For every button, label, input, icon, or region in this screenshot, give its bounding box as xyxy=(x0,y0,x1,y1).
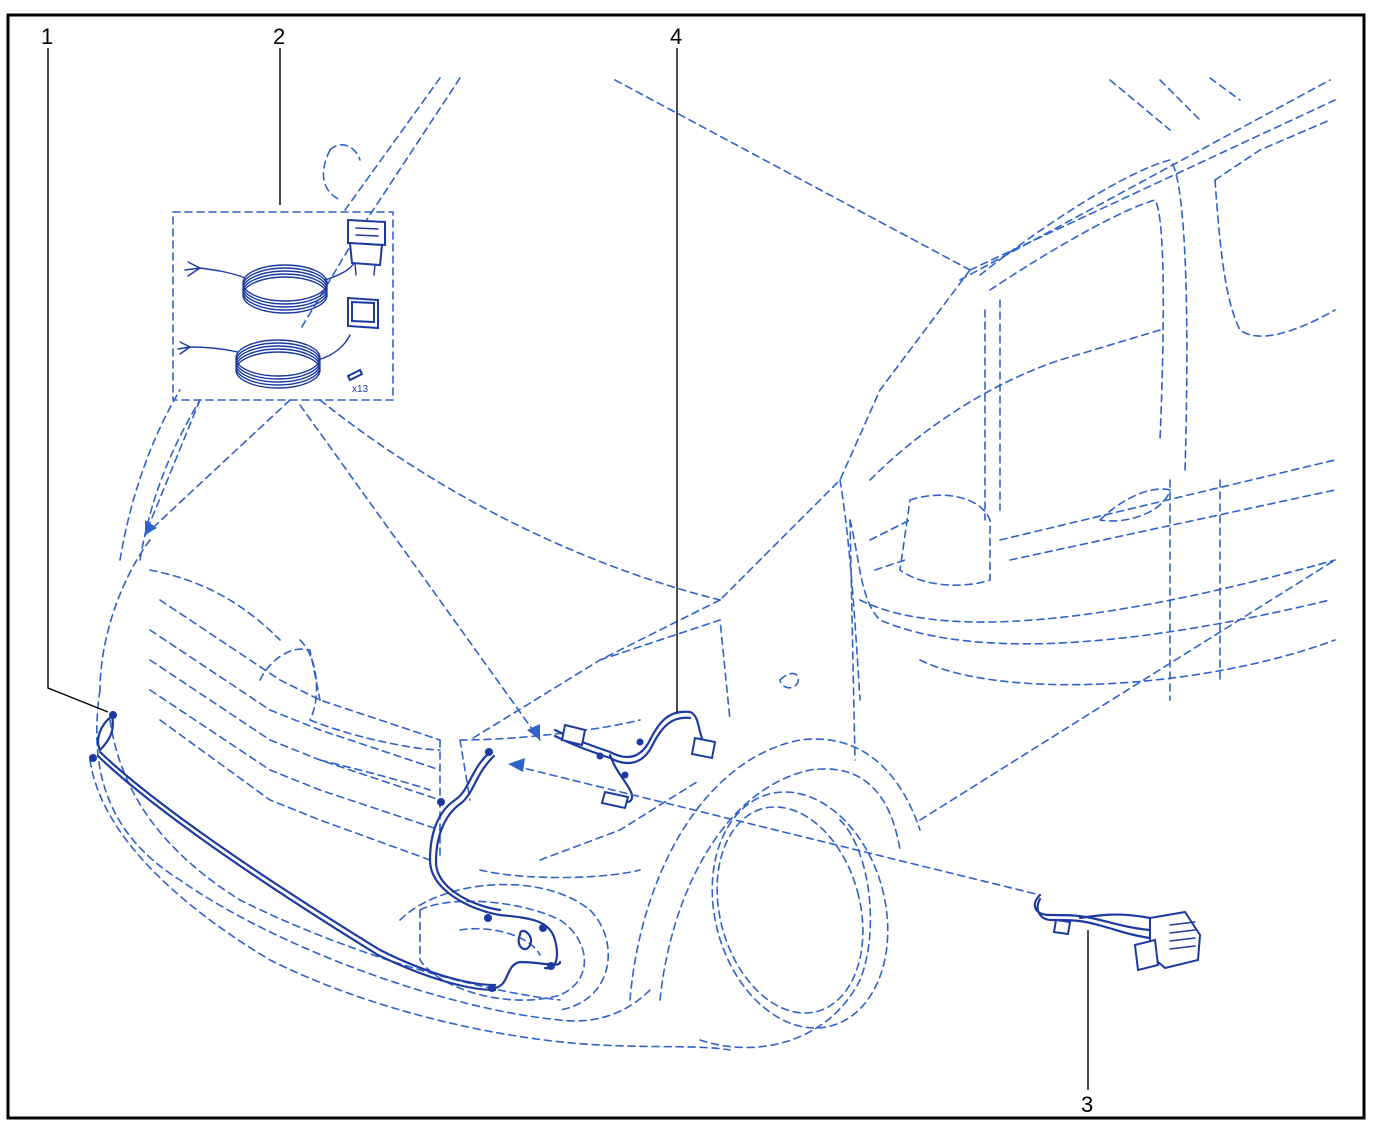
cable-coil-icon xyxy=(177,334,351,389)
harness-3 xyxy=(1033,893,1202,972)
pointer-line xyxy=(514,765,1041,896)
arrow-head-icon xyxy=(508,758,525,772)
harness-4 xyxy=(553,710,717,810)
callout-3: 3 xyxy=(1081,1092,1093,1117)
inset-kit-2: x13 xyxy=(144,211,541,741)
callout-1: 1 xyxy=(41,24,53,49)
arrow-head-icon xyxy=(527,724,540,740)
callout-leaders xyxy=(47,48,1089,1090)
harness-fog xyxy=(428,748,559,970)
callout-4: 4 xyxy=(670,24,682,49)
diagram-border xyxy=(6,13,1366,1120)
relay-icon xyxy=(347,296,379,330)
inset-quantity-label: x13 xyxy=(352,384,369,395)
clip-icon xyxy=(346,368,364,382)
connector-icon xyxy=(347,218,386,276)
cable-coil-icon xyxy=(184,261,356,314)
callout-2: 2 xyxy=(273,24,285,49)
arrow-head-icon xyxy=(145,520,157,535)
